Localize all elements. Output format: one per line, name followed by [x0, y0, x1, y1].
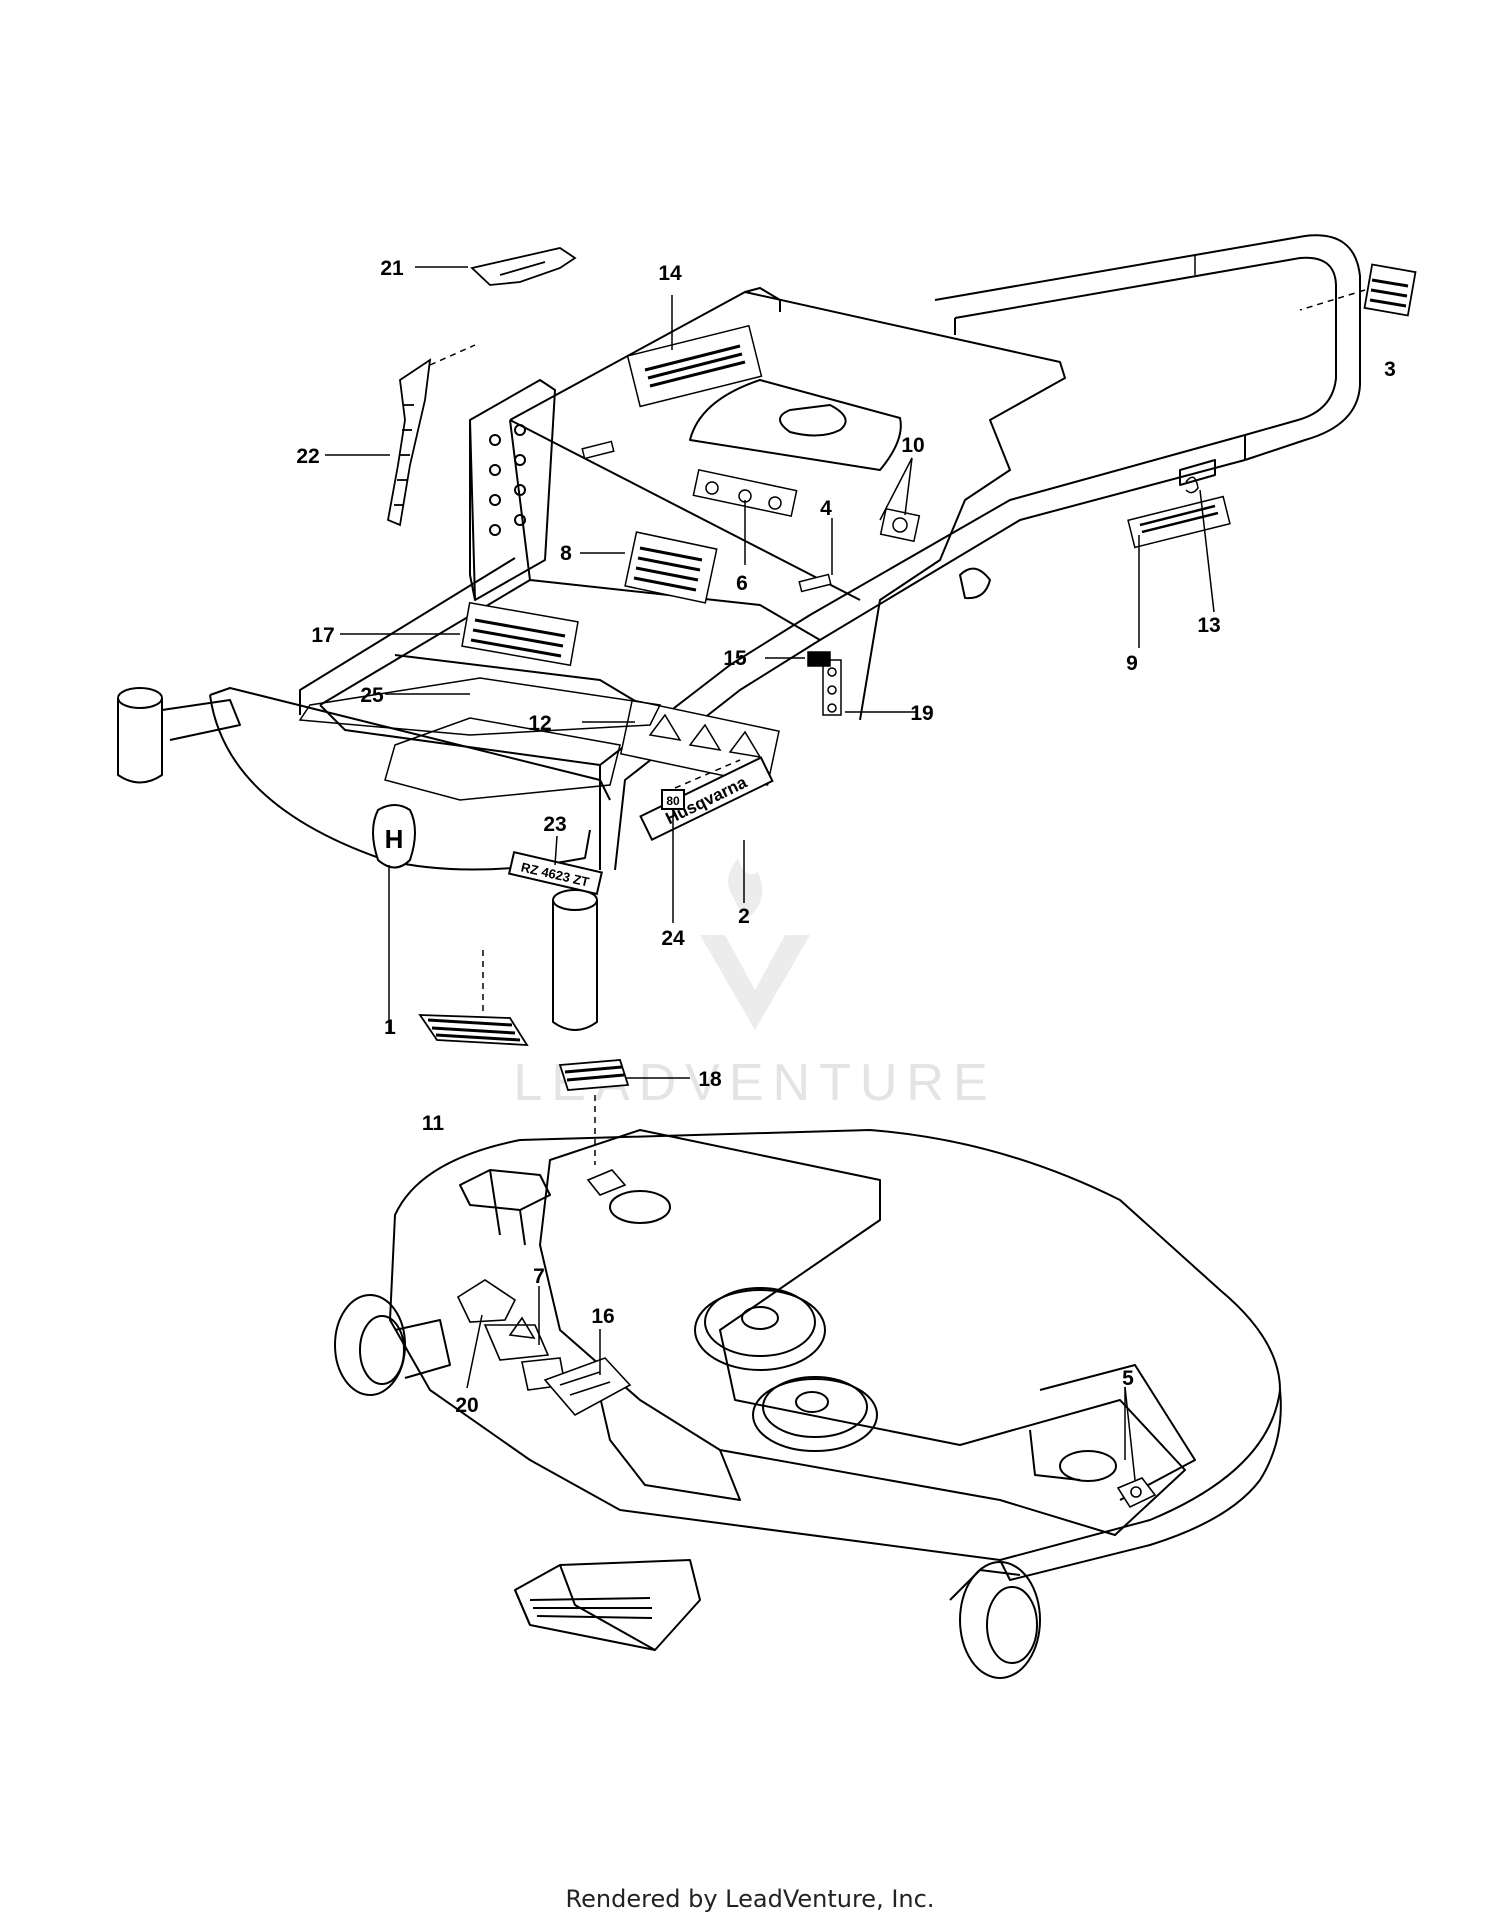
deck-decals: [456, 1169, 1157, 1509]
callout-22: 22: [296, 445, 319, 468]
decal-10-symbol: [879, 507, 921, 543]
counter-tag-24: 80: [661, 789, 685, 810]
brand-decals: H Husqvarna RZ 4623 ZT 80: [372, 756, 774, 896]
decal-14-warning: [626, 324, 763, 408]
logo-badge-1: H: [372, 804, 416, 869]
callout-21: 21: [380, 257, 404, 280]
part-11-decal: [418, 1014, 529, 1046]
callout-12: 12: [528, 712, 551, 735]
callout-10: 10: [901, 434, 924, 457]
chassis-frame: [117, 234, 1361, 1031]
decal-5-symbol: [1116, 1477, 1157, 1509]
decal-20-warning-stack: [456, 1279, 566, 1391]
decal-16-plate: [543, 1357, 632, 1417]
part-18-decal: [558, 1059, 630, 1091]
logo-badge-letter: H: [385, 824, 404, 854]
decal-13-hook: [1185, 476, 1199, 494]
footer-credit: Rendered by LeadVenture, Inc.: [565, 1885, 935, 1913]
callout-5: 5: [1122, 1367, 1134, 1390]
callout-23: 23: [543, 813, 566, 836]
decal-8-instructions: [624, 531, 718, 604]
decal-9-plate: [1127, 495, 1231, 549]
callout-3: 3: [1384, 358, 1396, 381]
decal-19-switches: [822, 659, 842, 716]
decal-17-warning: [461, 601, 579, 667]
floor-mat-25: [298, 677, 662, 801]
callout-18: 18: [698, 1068, 722, 1091]
callout-14: 14: [658, 262, 682, 285]
mower-deck: [334, 1129, 1282, 1679]
callout-13: 13: [1197, 614, 1220, 637]
callout-8: 8: [560, 542, 572, 565]
callout-15: 15: [723, 647, 747, 670]
callout-4: 4: [820, 497, 832, 520]
dashed-reference-lines: [429, 289, 1366, 1165]
decal-deck-top: [586, 1169, 627, 1196]
callout-9: 9: [1126, 652, 1138, 675]
callout-25: 25: [360, 684, 384, 707]
decal-4-dots: [581, 440, 832, 593]
counter-tag-text: 80: [666, 794, 680, 808]
callout-24: 24: [661, 927, 685, 950]
callout-6: 6: [736, 572, 748, 595]
part-3-decal: [1363, 263, 1417, 317]
callout-7: 7: [533, 1265, 545, 1288]
callout-19: 19: [910, 702, 933, 725]
callout-labels: 1 2 3 4 5 6 7 8 9 10 11 12 13 14 15 16 1…: [296, 257, 1396, 1417]
part-21-bracket: [470, 247, 577, 286]
callout-20: 20: [455, 1394, 478, 1417]
callout-17: 17: [311, 624, 334, 647]
part-22-strip: [386, 358, 432, 527]
loose-parts: [386, 247, 1417, 1091]
decal-6-strip: [692, 468, 798, 518]
callout-16: 16: [591, 1305, 614, 1328]
callout-2: 2: [738, 905, 750, 928]
decal-15-tag: [807, 651, 831, 667]
leader-lines: [325, 255, 1215, 1481]
callout-11: 11: [422, 1112, 445, 1135]
chassis-decals: [298, 324, 1231, 801]
callout-1: 1: [384, 1016, 396, 1039]
